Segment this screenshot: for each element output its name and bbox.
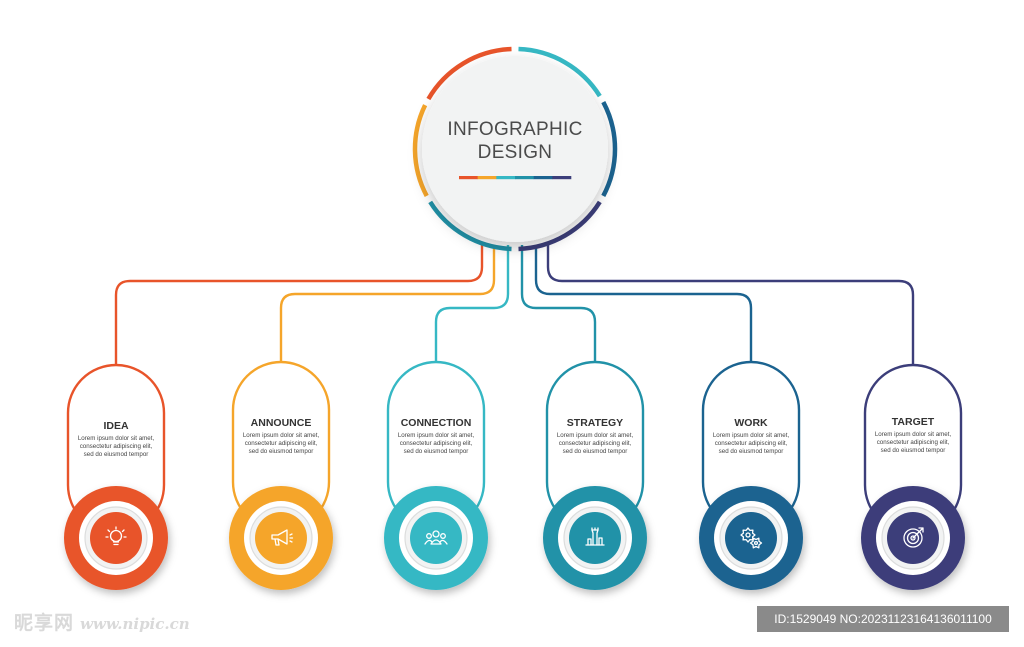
- card-title-target: TARGET: [891, 416, 935, 428]
- ring-segment-idea: [426, 46, 512, 101]
- card-text-idea: Lorem ipsum dolor sit amet, consectetur …: [61, 435, 171, 459]
- center-hub: [412, 46, 618, 252]
- center-bar-segment: [477, 176, 497, 180]
- card-title-work: WORK: [734, 417, 768, 429]
- card-text-line: consectetur adipiscing elit,: [399, 440, 473, 447]
- gears-icon: [740, 527, 763, 549]
- card-text-connection: Lorem ipsum dolor sit amet, consectetur …: [381, 432, 491, 456]
- chess-pieces-icon: [585, 527, 605, 546]
- connector-announce: [279, 245, 496, 364]
- card-text-target: Lorem ipsum dolor sit amet, consectetur …: [858, 431, 968, 455]
- card-title-idea: IDEA: [103, 420, 129, 432]
- center-ring-segments: [412, 46, 618, 252]
- badge-core: [90, 512, 142, 564]
- card-text-line: sed do eiusmod tempor: [248, 448, 314, 455]
- connector-connection: [434, 245, 510, 364]
- megaphone-icon: [271, 529, 294, 546]
- people-group-icon: [424, 530, 448, 545]
- ring-segment-work: [601, 100, 618, 198]
- watermark-id-badge: ID:1529049 NO:20231123164136011100: [757, 606, 1009, 632]
- card-title-strategy: STRATEGY: [566, 417, 624, 429]
- center-color-bar: [459, 176, 572, 180]
- watermark-brand-name: 昵享网: [14, 612, 75, 634]
- card-text-line: sed do eiusmod tempor: [718, 448, 784, 455]
- card-text-strategy: Lorem ipsum dolor sit amet, consectetur …: [540, 432, 650, 456]
- cards-layer: [64, 360, 965, 590]
- card-text-line: consectetur adipiscing elit,: [244, 440, 318, 447]
- card-text-line: Lorem ipsum dolor sit amet,: [242, 432, 320, 439]
- card-text-line: Lorem ipsum dolor sit amet,: [556, 432, 634, 439]
- center-circle: [422, 56, 608, 242]
- connector-lines: [114, 245, 915, 367]
- badge-core: [725, 512, 777, 564]
- card-text-line: Lorem ipsum dolor sit amet,: [77, 435, 155, 442]
- center-title: INFOGRAPHIC DESIGN: [420, 118, 610, 164]
- card-text-line: sed do eiusmod tempor: [83, 451, 149, 458]
- center-bar-segment: [533, 176, 553, 180]
- ring-segment-strategy: [428, 200, 512, 252]
- card-text-line: Lorem ipsum dolor sit amet,: [397, 432, 475, 439]
- card-work: [699, 360, 803, 590]
- card-text-line: Lorem ipsum dolor sit amet,: [712, 432, 790, 439]
- ring-segment-target: [518, 200, 602, 252]
- center-title-line1: INFOGRAPHIC: [447, 119, 583, 140]
- connector-work: [534, 245, 753, 364]
- card-text-line: consectetur adipiscing elit,: [558, 440, 632, 447]
- connector-target: [546, 245, 915, 367]
- watermark-url: www.nipic.cn: [80, 615, 190, 633]
- center-bar-segment: [459, 176, 478, 180]
- center-bar-segment: [552, 176, 572, 180]
- card-connection: [384, 360, 488, 590]
- center-title-line2: DESIGN: [477, 142, 553, 163]
- card-announce: [229, 360, 333, 590]
- ring-segment-announce: [412, 104, 429, 198]
- card-text-line: consectetur adipiscing elit,: [876, 439, 950, 446]
- lightbulb-icon: [105, 526, 127, 546]
- card-title-announce: ANNOUNCE: [250, 417, 312, 429]
- card-text-line: consectetur adipiscing elit,: [79, 443, 153, 450]
- center-bar-segment: [496, 176, 516, 180]
- watermark-brand: 昵享网 www.nipic.cn: [14, 608, 190, 635]
- badge-core: [569, 512, 621, 564]
- center-bar-segment: [515, 176, 534, 180]
- card-text-line: Lorem ipsum dolor sit amet,: [874, 431, 952, 438]
- card-text-work: Lorem ipsum dolor sit amet, consectetur …: [696, 432, 806, 456]
- connector-strategy: [520, 245, 597, 364]
- card-title-connection: CONNECTION: [400, 417, 472, 429]
- target-icon: [903, 527, 924, 548]
- card-text-announce: Lorem ipsum dolor sit amet, consectetur …: [226, 432, 336, 456]
- card-text-line: consectetur adipiscing elit,: [714, 440, 788, 447]
- badge-core: [255, 512, 307, 564]
- connector-idea: [114, 245, 484, 367]
- card-strategy: [543, 360, 647, 590]
- card-target: [861, 363, 965, 590]
- badge-core: [410, 512, 462, 564]
- card-text-line: sed do eiusmod tempor: [403, 448, 469, 455]
- card-text-line: sed do eiusmod tempor: [880, 447, 946, 454]
- card-text-line: sed do eiusmod tempor: [562, 448, 628, 455]
- card-idea: [64, 363, 168, 590]
- ring-segment-connection: [518, 46, 602, 98]
